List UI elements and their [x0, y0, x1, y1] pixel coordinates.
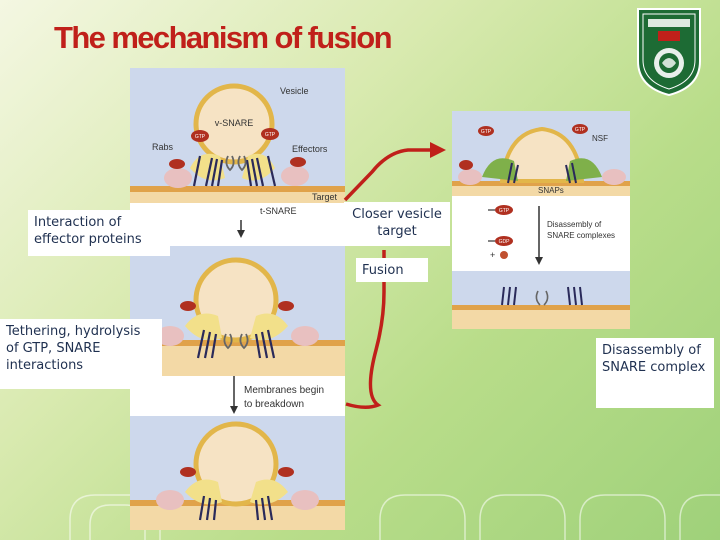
- label-target: Target: [312, 192, 338, 202]
- step-caption: Membranes begin to breakdown: [230, 376, 324, 414]
- label-tethering: Tethering, hydrolysis of GTP, SNARE inte…: [0, 319, 162, 389]
- plus-sign: +: [490, 250, 495, 260]
- label-closer-vesicle: Closer vesicle target: [344, 202, 450, 246]
- gtp-label: GTP: [481, 129, 492, 135]
- slide-title: The mechanism of fusion: [54, 20, 393, 55]
- university-seal-icon: [637, 8, 701, 97]
- label-disassembly: Disassembly of SNARE complex: [596, 338, 714, 408]
- label-t-snare: t-SNARE: [260, 206, 297, 216]
- disassembly-step: + GTP GDP Disassembly of SNARE complexes: [488, 205, 615, 265]
- caption-line-2: to breakdown: [244, 399, 304, 410]
- arrow-to-disassembly: [343, 148, 432, 202]
- disassembly-figure: NSF SNAPs GTP GTP + GTP GDP Disassembly …: [452, 111, 630, 329]
- label-v-snare: v-SNARE: [215, 118, 254, 128]
- gtp-label: GTP: [195, 134, 206, 140]
- arrow-to-fusion-step: [345, 250, 386, 409]
- label-snaps: SNAPs: [538, 186, 564, 195]
- label-nsf: NSF: [592, 134, 608, 143]
- caption-line-1: Membranes begin: [244, 385, 324, 396]
- disassembly-caption-line-1: Disassembly of: [547, 220, 602, 229]
- gtp-label: GTP: [575, 127, 586, 133]
- label-effectors: Effectors: [292, 144, 328, 154]
- label-interaction: Interaction of effector proteins: [28, 210, 170, 256]
- gdp-label: GDP: [499, 239, 511, 245]
- label-vesicle: Vesicle: [280, 86, 309, 96]
- arrowhead: [430, 142, 446, 158]
- label-rabs: Rabs: [152, 142, 174, 152]
- gtp-label: GTP: [499, 208, 510, 214]
- label-fusion: Fusion: [356, 258, 428, 282]
- panel-tethering: v-SNARE Vesicle Rabs Effectors Target t-…: [130, 68, 345, 238]
- gtp-label: GTP: [265, 132, 276, 138]
- panel-docking: [130, 246, 345, 376]
- panel-hemifusion: [130, 416, 345, 530]
- fusion-steps-figure: v-SNARE Vesicle Rabs Effectors Target t-…: [130, 68, 345, 530]
- disassembly-caption-line-2: SNARE complexes: [547, 231, 615, 240]
